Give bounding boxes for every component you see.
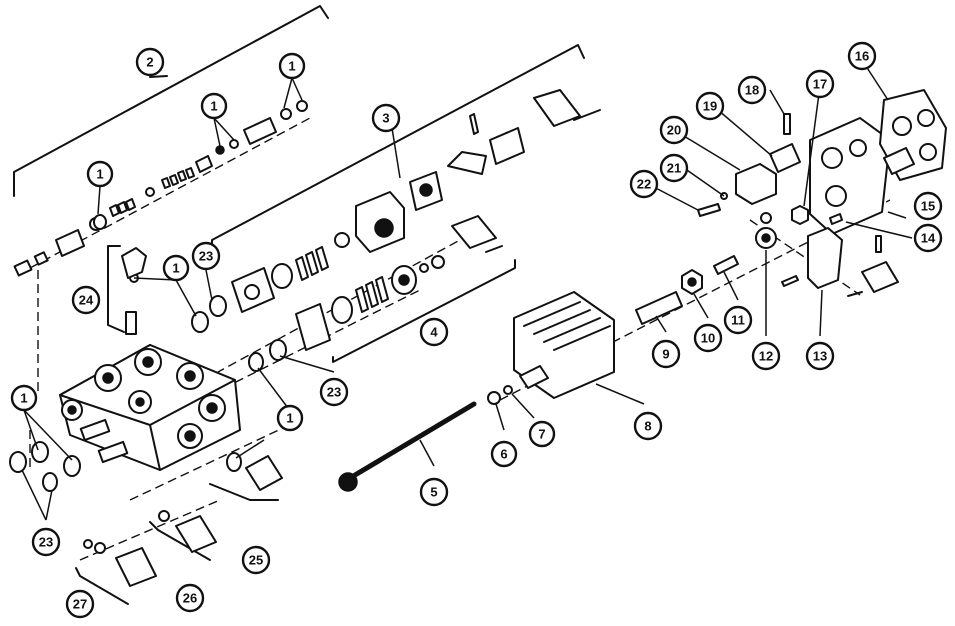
callout-4: 4 <box>419 317 449 347</box>
callout-label: 1 <box>172 261 179 276</box>
callout-label: 7 <box>538 427 545 442</box>
callout-19: 19 <box>695 91 725 121</box>
callout-27: 27 <box>65 589 95 619</box>
valve-body <box>59 344 241 471</box>
callout-label: 25 <box>249 553 263 568</box>
callout-label: 1 <box>286 411 293 426</box>
callout-13: 13 <box>805 341 835 371</box>
callout-label: 27 <box>73 597 87 612</box>
callout-label: 14 <box>921 231 936 246</box>
callout-label: 15 <box>921 199 935 214</box>
plunger-assembly-upper <box>231 89 601 313</box>
callout-12: 12 <box>751 341 781 371</box>
callout-label: 22 <box>637 177 651 192</box>
callout-1a: 1 <box>86 160 114 188</box>
callout-label: 23 <box>327 385 341 400</box>
callout-1d: 1 <box>162 254 190 282</box>
callout-label: 17 <box>813 77 827 92</box>
callout-label: 8 <box>644 419 651 434</box>
callout-1e: 1 <box>276 404 304 432</box>
callout-14: 14 <box>913 223 943 253</box>
callout-9: 9 <box>651 339 681 369</box>
callout-18: 18 <box>737 75 767 105</box>
right-linkage <box>635 89 947 325</box>
callout-label: 1 <box>210 99 217 114</box>
callout-26: 26 <box>175 583 205 613</box>
callout-23b: 23 <box>319 377 349 407</box>
callout-21: 21 <box>659 153 689 183</box>
callout-1b: 1 <box>200 92 228 120</box>
callout-1f: 1 <box>10 384 38 412</box>
plunger-assembly-lower <box>295 215 503 351</box>
callout-16: 16 <box>847 41 877 71</box>
control-lever <box>338 385 513 492</box>
callout-label: 10 <box>701 331 715 346</box>
callout-7: 7 <box>528 420 556 448</box>
callout-label: 20 <box>667 123 681 138</box>
callout-label: 24 <box>79 293 94 308</box>
callout-label: 4 <box>430 325 438 340</box>
callout-label: 23 <box>199 249 213 264</box>
callout-22: 22 <box>629 169 659 199</box>
callout-20: 20 <box>659 115 689 145</box>
callout-6: 6 <box>490 440 518 468</box>
callout-2: 2 <box>135 47 165 77</box>
callout-label: 16 <box>855 49 869 64</box>
callout-label: 26 <box>183 591 197 606</box>
callout-1c: 1 <box>278 52 306 80</box>
callout-3: 3 <box>371 103 401 133</box>
callout-label: 21 <box>667 161 681 176</box>
callout-label: 5 <box>430 485 437 500</box>
callout-label: 3 <box>382 111 389 126</box>
callout-label: 13 <box>813 349 827 364</box>
callout-label: 18 <box>745 83 759 98</box>
seal-rings-left <box>9 214 287 492</box>
callout-25: 25 <box>241 545 271 575</box>
callout-label: 1 <box>288 59 295 74</box>
callout-24: 24 <box>71 285 101 315</box>
plugs-and-fittings <box>83 247 283 587</box>
callout-label: 2 <box>146 55 153 70</box>
callout-label: 1 <box>20 391 27 406</box>
spool-assembly <box>13 100 308 277</box>
callout-23a: 23 <box>191 241 221 271</box>
callout-8: 8 <box>633 411 663 441</box>
callout-label: 23 <box>39 535 53 550</box>
callout-label: 9 <box>662 347 669 362</box>
callout-17: 17 <box>805 69 835 99</box>
callout-10: 10 <box>693 323 723 353</box>
callout-5: 5 <box>419 477 449 507</box>
callout-15: 15 <box>913 191 943 221</box>
callout-label: 19 <box>703 99 717 114</box>
callout-label: 6 <box>500 447 507 462</box>
callout-label: 11 <box>731 313 745 328</box>
lever-boot <box>513 291 615 399</box>
callout-label: 1 <box>96 167 103 182</box>
bracket-lines <box>13 5 585 605</box>
callout-label: 12 <box>759 349 773 364</box>
callout-11: 11 <box>723 305 753 335</box>
callout-23c: 23 <box>31 527 61 557</box>
leader-lines <box>21 59 913 521</box>
